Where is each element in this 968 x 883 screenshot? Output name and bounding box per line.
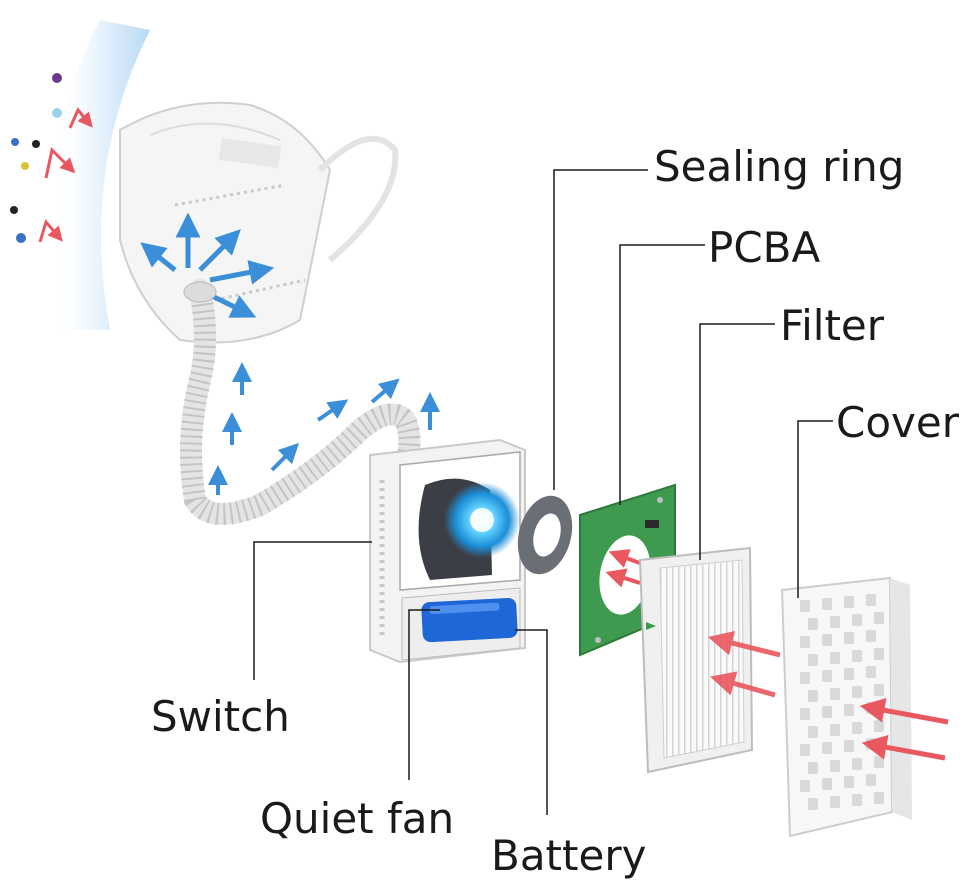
label-pcba: PCBA bbox=[708, 223, 820, 272]
cover-intake-arrows bbox=[859, 697, 949, 761]
leader-cover bbox=[797, 420, 833, 598]
clean-air-arrows bbox=[140, 212, 275, 318]
leader-pcba bbox=[619, 244, 705, 505]
label-filter: Filter bbox=[780, 301, 885, 350]
cover-slot bbox=[822, 778, 832, 790]
leader-filter bbox=[699, 323, 775, 560]
cover-slot bbox=[844, 632, 854, 644]
cover-slot bbox=[808, 690, 818, 702]
cover-slot bbox=[808, 726, 818, 738]
cover-slot bbox=[874, 792, 884, 804]
cover-slot bbox=[822, 598, 832, 610]
cover-slot bbox=[844, 776, 854, 788]
cover-slot bbox=[800, 636, 810, 648]
cover-slot bbox=[874, 684, 884, 696]
label-battery: Battery bbox=[491, 831, 646, 880]
cover-slot bbox=[800, 708, 810, 720]
hose-illustration bbox=[180, 279, 421, 525]
cover-slot bbox=[830, 652, 840, 664]
leader-battery bbox=[515, 629, 548, 815]
cover-slot bbox=[830, 724, 840, 736]
cover-slots bbox=[800, 594, 884, 810]
battery-illustration bbox=[421, 597, 518, 643]
cover-slot bbox=[822, 706, 832, 718]
leader-quiet-fan bbox=[408, 609, 440, 780]
cover-slot bbox=[808, 654, 818, 666]
label-switch: Switch bbox=[151, 692, 290, 741]
cover-slot bbox=[874, 756, 884, 768]
cover-slot bbox=[866, 666, 876, 678]
cover-slot bbox=[830, 688, 840, 700]
cover-slot bbox=[808, 798, 818, 810]
cover-slot bbox=[874, 648, 884, 660]
cover-slot bbox=[808, 618, 818, 630]
cover-slot bbox=[852, 614, 862, 626]
label-sealing-ring: Sealing ring bbox=[654, 142, 904, 191]
cover-slot bbox=[800, 780, 810, 792]
cover-slot bbox=[844, 704, 854, 716]
cover-slot bbox=[822, 670, 832, 682]
cover-slot bbox=[852, 722, 862, 734]
sealing-ring-illustration bbox=[517, 495, 573, 575]
mask-illustration bbox=[119, 101, 399, 344]
cover-slot bbox=[844, 596, 854, 608]
cover-slot bbox=[800, 600, 810, 612]
cover-slot bbox=[844, 740, 854, 752]
label-cover: Cover bbox=[836, 398, 960, 447]
cover-slot bbox=[800, 744, 810, 756]
cover-slot bbox=[822, 634, 832, 646]
cover-slot bbox=[874, 720, 884, 732]
leader-lines bbox=[253, 169, 833, 815]
cover-slot bbox=[852, 758, 862, 770]
filter-intake-arrows bbox=[707, 630, 781, 698]
hose-air-arrows bbox=[208, 362, 440, 495]
cover-slot bbox=[830, 760, 840, 772]
cover-slot bbox=[874, 612, 884, 624]
cover-slot bbox=[844, 668, 854, 680]
cover-slot bbox=[800, 672, 810, 684]
cover-slot bbox=[852, 686, 862, 698]
cover-slot bbox=[866, 630, 876, 642]
label-quiet-fan: Quiet fan bbox=[260, 794, 454, 843]
cover-slot bbox=[830, 616, 840, 628]
leader-switch bbox=[253, 541, 372, 680]
filter-illustration bbox=[638, 546, 754, 774]
deflect-arrows bbox=[38, 107, 93, 243]
cover-slot bbox=[866, 594, 876, 606]
cover-slot bbox=[866, 774, 876, 786]
cover-slot bbox=[852, 650, 862, 662]
cover-slot bbox=[822, 742, 832, 754]
cover-slot bbox=[852, 794, 862, 806]
particle-icon bbox=[10, 73, 62, 243]
air-shield bbox=[51, 20, 150, 330]
leader-sealing-ring bbox=[553, 169, 648, 490]
cover-slot bbox=[808, 762, 818, 774]
cover-slot bbox=[830, 796, 840, 808]
